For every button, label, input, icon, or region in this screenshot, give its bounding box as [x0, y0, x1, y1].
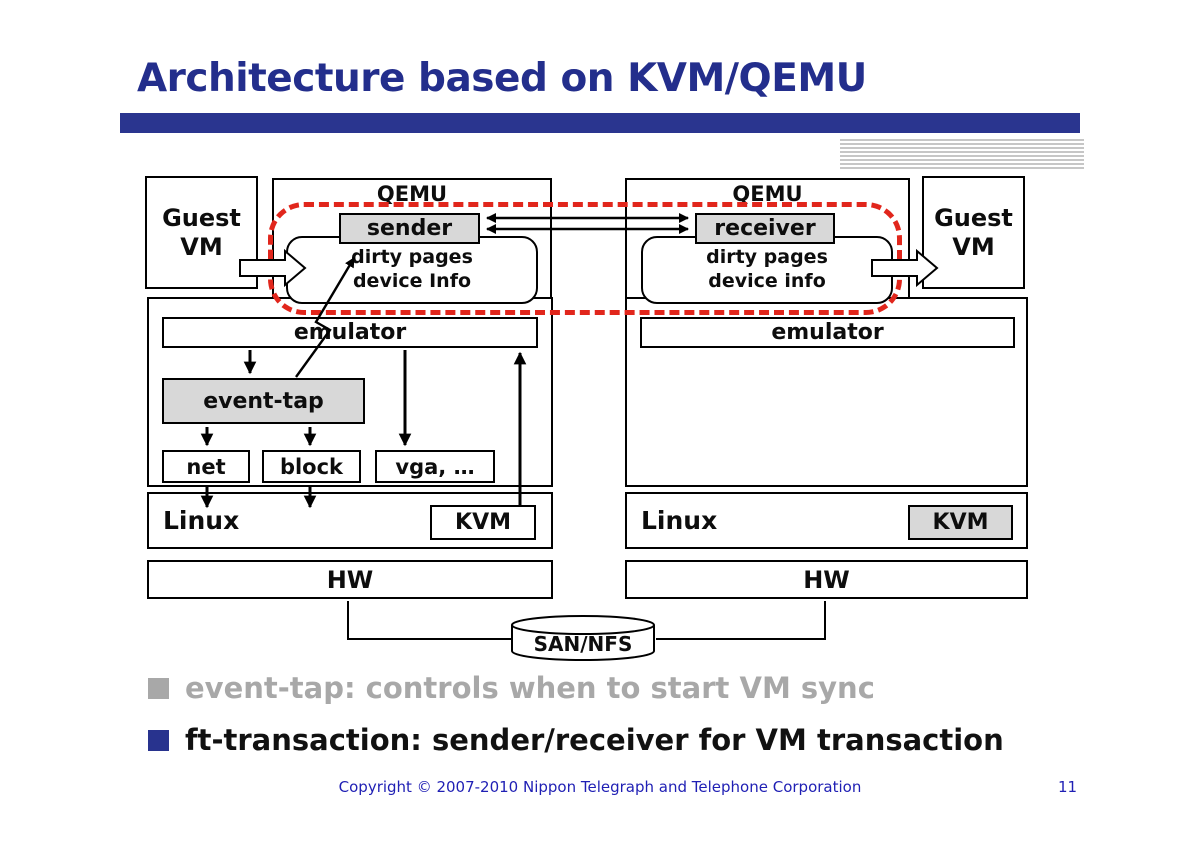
guest-vm-box-right: Guest VM [922, 176, 1025, 289]
linux-label-left: Linux [163, 506, 240, 535]
page-number: 11 [1058, 778, 1078, 796]
kvm-box-right: KVM [908, 505, 1013, 540]
sender-box: sender [339, 213, 480, 244]
dirty-pages-label-right: dirty pages [706, 246, 828, 269]
ft-transaction-highlight [268, 202, 902, 315]
receiver-box: receiver [695, 213, 835, 244]
bullet-item-ft-transaction: ft-transaction: sender/receiver for VM t… [148, 723, 1004, 757]
title-underline-bar [120, 113, 1080, 133]
guest-vm-box-left: Guest VM [145, 176, 258, 289]
block-box: block [262, 450, 361, 483]
dirty-pages-box-right: dirty pages device info [641, 236, 893, 304]
kvm-box-left: KVM [430, 505, 536, 540]
hw-left-storage-connector [347, 601, 511, 640]
bullet-item-event-tap: event-tap: controls when to start VM syn… [148, 671, 875, 705]
hw-right-storage-connector [656, 601, 826, 640]
bullet-square-blue [148, 730, 169, 752]
dirty-pages-label-left: dirty pages [351, 246, 473, 269]
san-nfs-label: SAN/NFS [533, 632, 633, 656]
page-title: Architecture based on KVM/QEMU [137, 56, 867, 101]
bullet-square-gray [148, 678, 169, 700]
bullet-text-event-tap: event-tap: controls when to start VM syn… [185, 671, 875, 705]
linux-label-right: Linux [641, 506, 718, 535]
emulator-box-left: emulator [162, 317, 538, 348]
net-box: net [162, 450, 250, 483]
hw-box-left: HW [147, 560, 553, 599]
copyright-text: Copyright © 2007-2010 Nippon Telegraph a… [338, 778, 862, 796]
decorative-stripes [840, 139, 1084, 169]
event-tap-box: event-tap [162, 378, 365, 424]
device-info-label-right: device info [708, 270, 826, 292]
bullet-text-ft-transaction: ft-transaction: sender/receiver for VM t… [185, 723, 1004, 757]
hw-box-right: HW [625, 560, 1028, 599]
emulator-box-right: emulator [640, 317, 1015, 348]
vga-box: vga, … [375, 450, 495, 483]
device-info-label-left: device Info [352, 270, 472, 292]
